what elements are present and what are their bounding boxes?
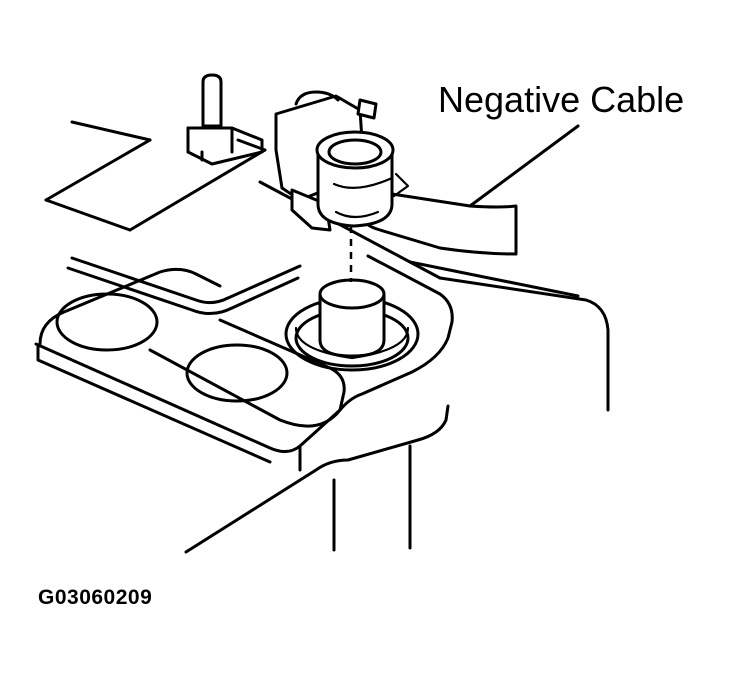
cable-clamp: [274, 90, 410, 232]
callout-leader-line: [468, 124, 580, 208]
battery-body: [34, 254, 610, 554]
cell-cap-right: [185, 343, 289, 403]
negative-cable-label: Negative Cable: [438, 79, 684, 120]
negative-terminal-post: [284, 278, 420, 372]
cell-cap-left: [55, 292, 159, 352]
cell-caps: [38, 267, 346, 428]
vent-plug: [186, 73, 264, 166]
battery-top-cover: [44, 120, 267, 232]
figure-code: G03060209: [38, 586, 152, 609]
